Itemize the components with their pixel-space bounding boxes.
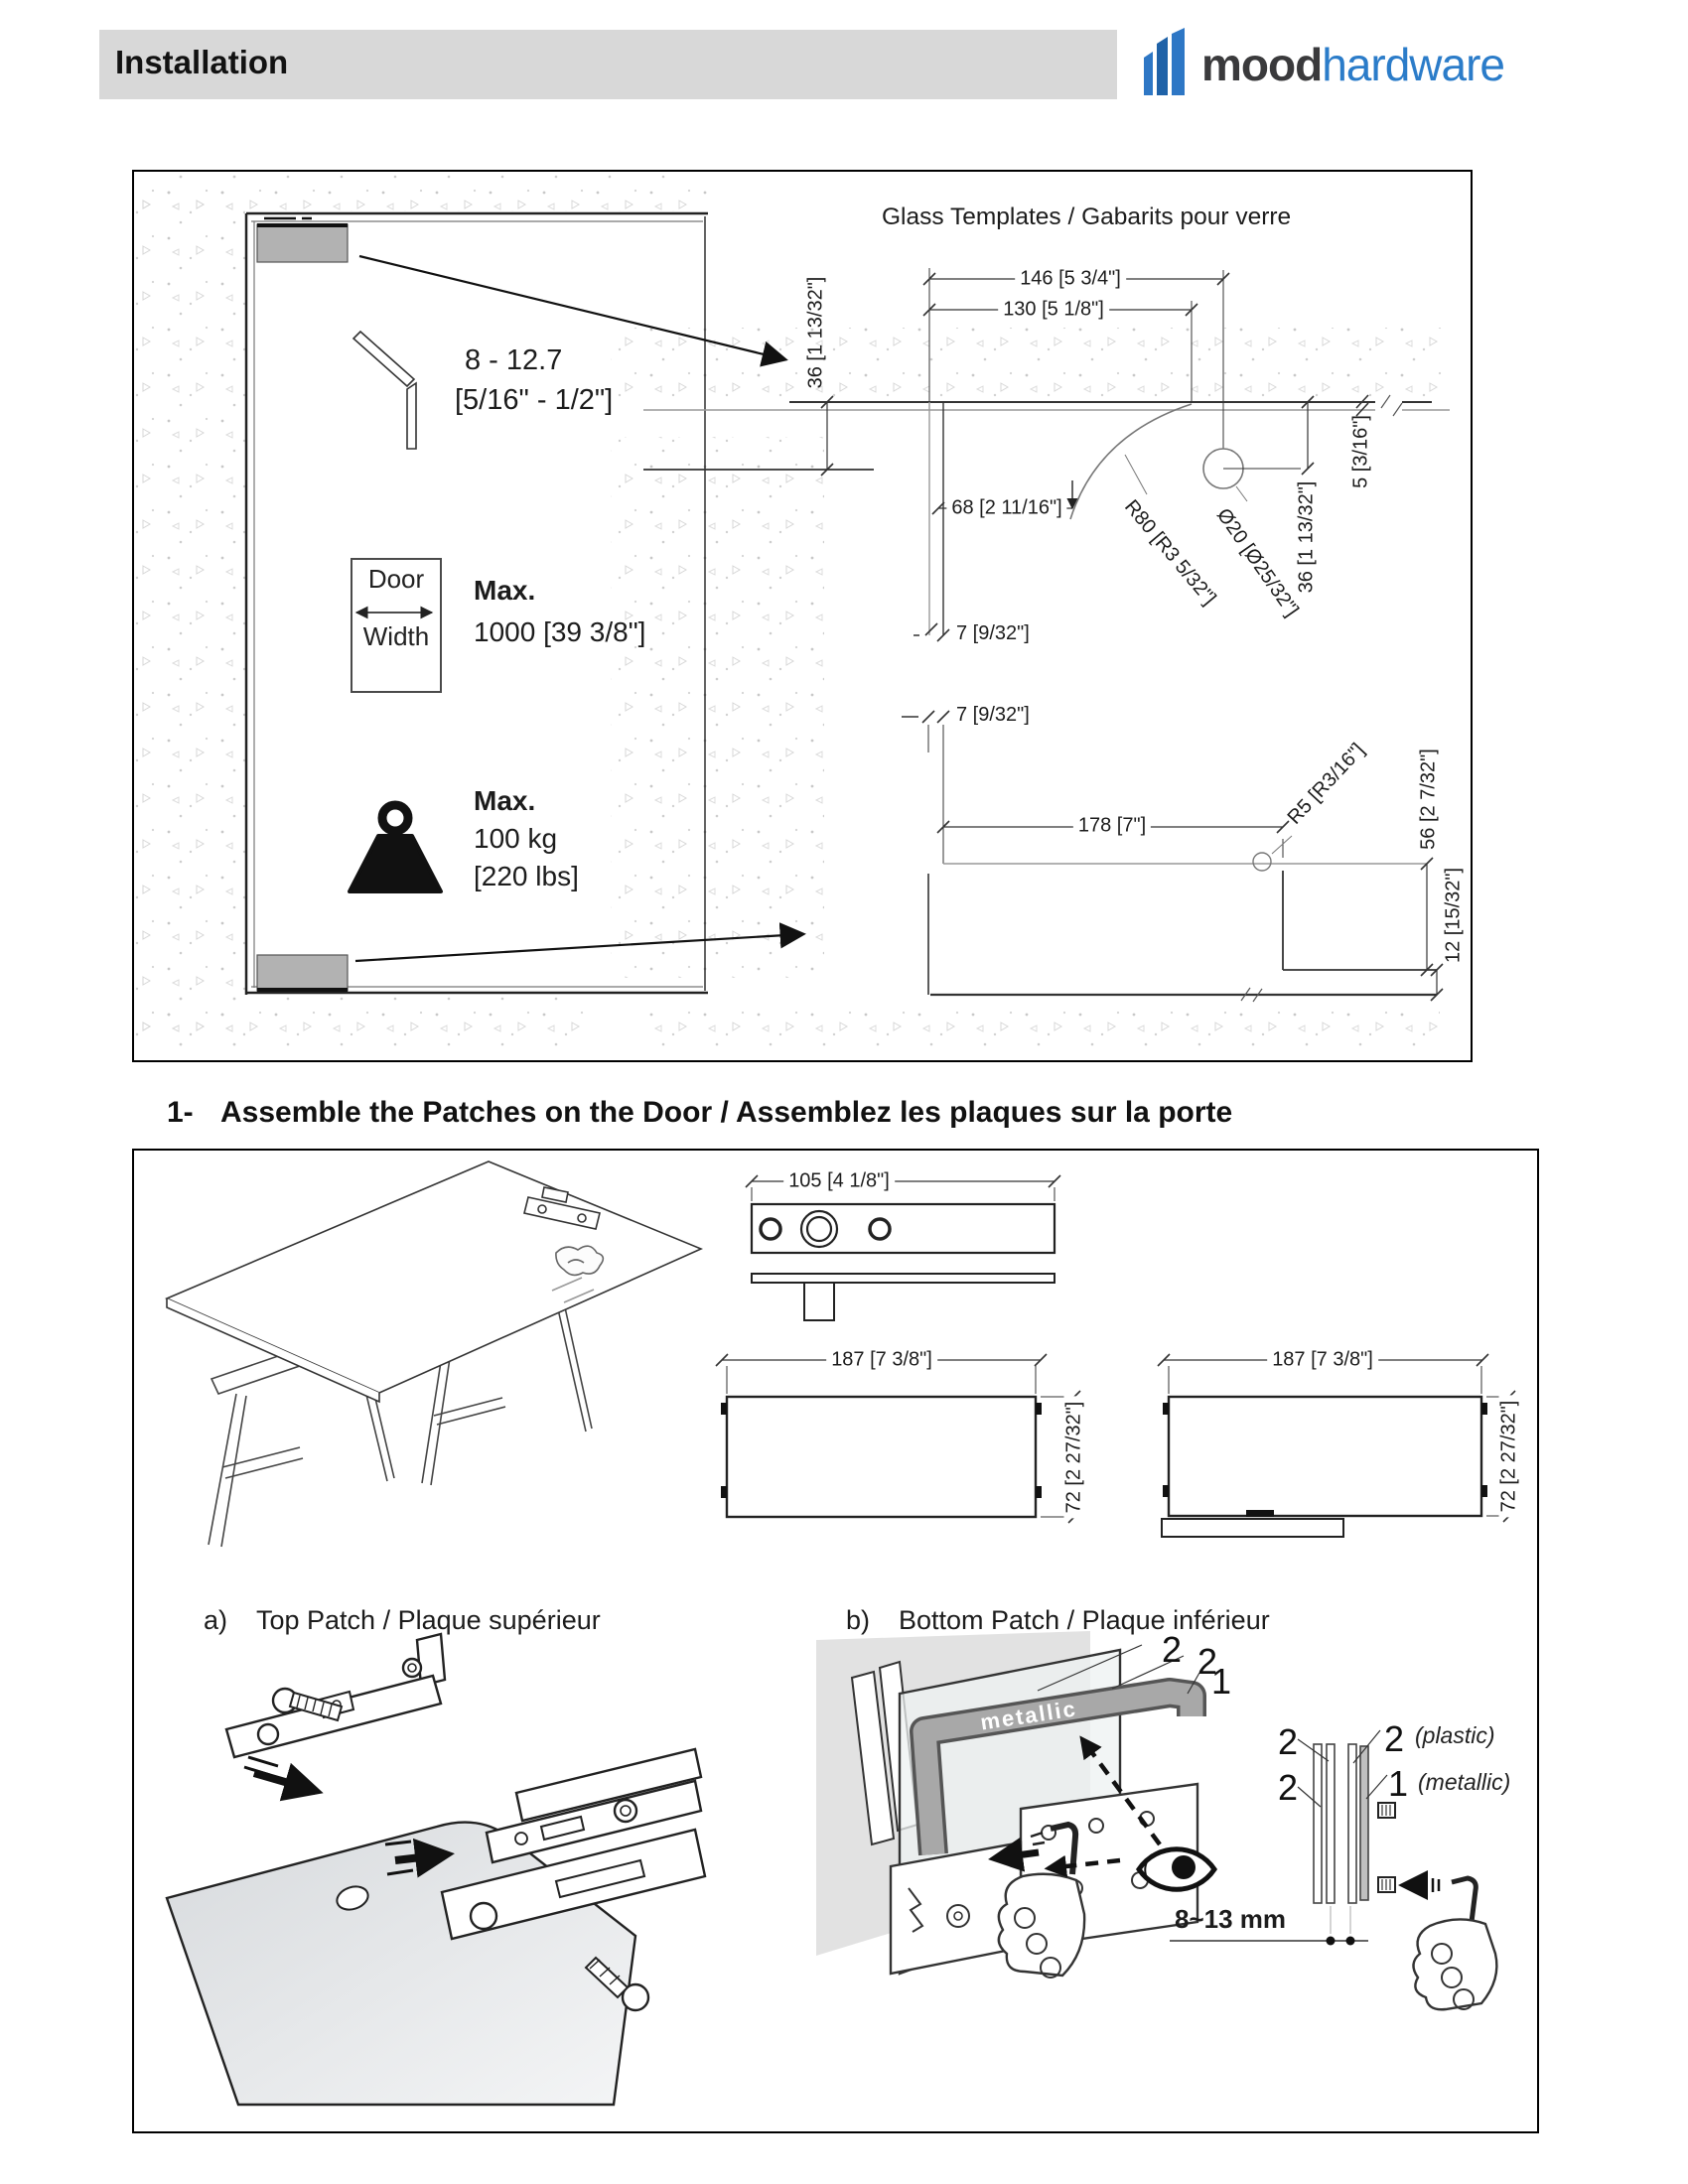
step1-number: 1- [167, 1096, 194, 1129]
callout-2-first: 2 [1161, 1629, 1183, 1671]
dim-12: 12 [15/32"] [1442, 867, 1465, 964]
dim-72-right: 72 [2 27/32"] [1498, 1395, 1520, 1518]
right-patch-diagram [1157, 1353, 1516, 1538]
dim-130: 130 [5 1/8"] [998, 299, 1109, 321]
max-weight-label: Max. [474, 785, 536, 816]
dim-68: 68 [2 11/16"] [946, 497, 1067, 519]
glass-thickness-in: [5/16" - 1/2"] [455, 384, 614, 416]
dim-146: 146 [5 3/4"] [1015, 268, 1126, 290]
step1-frame [132, 1149, 1539, 2133]
strip-callout-2-bottom: 2 [1277, 1767, 1299, 1809]
header-bar: Installation [99, 30, 1117, 99]
page-title: Installation [115, 44, 289, 80]
label-a-text: Top Patch / Plaque supérieur [256, 1605, 601, 1635]
door-width-symbol: Door Width [351, 558, 442, 693]
label-b-text: Bottom Patch / Plaque inférieur [899, 1605, 1270, 1635]
dim-36-right: 36 [1 13/32"] [1295, 480, 1318, 594]
plastic-label: (plastic) [1415, 1722, 1495, 1748]
dim-7-bottom: 7 [9/32"] [956, 704, 1030, 726]
callout-2-second: 2 [1196, 1641, 1218, 1683]
overview-frame [132, 170, 1473, 1062]
glass-templates-title: Glass Templates / Gabarits pour verre [882, 204, 1292, 230]
max-weight-kg: 100 kg [474, 823, 558, 854]
callout-1: 1 [1210, 1661, 1232, 1703]
logo-text-hardware: hardware [1322, 39, 1505, 90]
glass-edge-icon [352, 330, 417, 450]
wall-texture [134, 172, 1453, 1056]
metallic-label: (metallic) [1418, 1769, 1511, 1795]
brand-logo: moodhardware [1140, 28, 1617, 103]
worktable-illustration [164, 1160, 704, 1548]
logo-text-mood: mood [1201, 39, 1323, 90]
max-width-value: 1000 [39 3/8"] [474, 616, 646, 647]
step1-title: Assemble the Patches on the Door / Assem… [220, 1096, 1233, 1129]
left-patch-diagram [715, 1353, 1081, 1524]
dim-105: 105 [4 1/8"] [783, 1170, 895, 1192]
weight-icon [348, 800, 443, 893]
glass-thickness-mm: 8 - 12.7 [465, 344, 563, 376]
door-width-label-top: Door [367, 564, 425, 594]
dim-56: 56 [2 7/32"] [1417, 749, 1440, 850]
dim-187-right: 187 [7 3/8"] [1267, 1349, 1378, 1371]
max-weight-lbs: [220 lbs] [474, 861, 579, 891]
strip-callout-2-top: 2 [1277, 1721, 1299, 1763]
eye-icon [1135, 1846, 1218, 1892]
door-width-label-bottom: Width [362, 621, 430, 651]
dim-7-top: 7 [9/32"] [956, 622, 1030, 644]
plastic-number: 2 [1383, 1718, 1405, 1760]
dim-187-left: 187 [7 3/8"] [826, 1349, 937, 1371]
gap-range-label: 8~13 mm [1175, 1904, 1287, 1934]
bottom-patch-illustration [816, 1631, 1498, 2011]
dim-5: 5 [3/16"] [1349, 415, 1372, 488]
top-patch-assembly-illustration [165, 1632, 707, 2107]
max-width-label: Max. [474, 575, 536, 606]
dim-36-left: 36 [1 13/32"] [804, 276, 827, 389]
metallic-number: 1 [1387, 1763, 1409, 1805]
bottom-glass-template [902, 710, 1444, 1003]
label-b: b) [846, 1605, 871, 1635]
label-a: a) [204, 1605, 228, 1635]
logo-bars-icon [1144, 28, 1185, 95]
door-diagram [244, 211, 806, 995]
dim-72-left: 72 [2 27/32"] [1063, 1396, 1085, 1519]
dim-178: 178 [7"] [1072, 815, 1152, 837]
top-patch-plate-diagram [745, 1174, 1061, 1321]
